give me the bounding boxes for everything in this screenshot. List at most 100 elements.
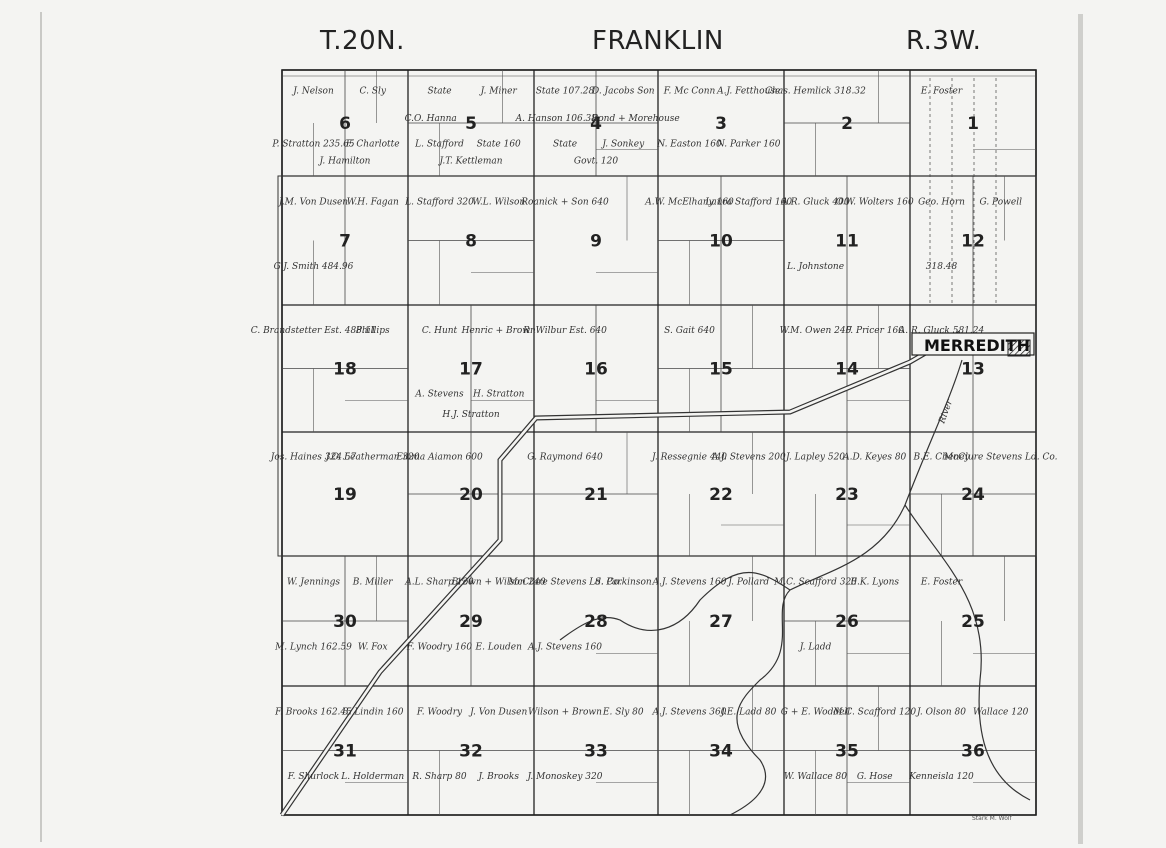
section-number: 34 [709,742,733,762]
section-number: 35 [835,742,859,762]
owner-label: C. Sly [360,86,387,96]
river [559,359,1031,816]
owner-label: P. Stratton 235.65 [271,139,354,149]
owner-label: M. Lynch 162.59 [274,643,352,653]
section-number: 16 [584,360,608,380]
owner-label: Emma Aiamon 600 [395,452,483,462]
section-number: 15 [709,360,733,380]
section-number: 2 [841,114,853,134]
owner-label: J. Lapley 520 [784,452,845,462]
owner-label: C.O. Hanna [405,114,457,124]
section-number: 9 [590,232,602,252]
owner-label: 318.48 [926,262,958,272]
owner-label: N. Easton 160 [656,139,722,149]
owner-label: State [427,86,451,96]
owner-label: Brown + Wilson 240 [451,578,546,588]
owner-label: Phillips [355,326,390,336]
scan-edge-left [40,12,42,842]
owner-label: Bond + Morehouse [591,114,680,124]
owner-label: Wallace 120 [973,707,1029,717]
owner-label: J. Ressegnie 440 [650,452,727,462]
owner-label: F. Charlotte [345,139,400,149]
section-number: 29 [459,612,483,632]
township-border [281,69,1037,816]
owner-label: Wilson + Brown [528,707,602,717]
owner-label: A.J. Fetthouse [716,86,780,96]
owner-label: A.D. Keyes 80 [842,452,906,462]
section-number: 21 [584,485,608,505]
owner-label: M.C. Scafford 120 [832,707,916,717]
owner-label: W.M. Owen 240 [780,326,852,336]
owner-label: A. Stevens [414,389,464,399]
owner-label: A. Hanson 106.38 [515,114,598,124]
owner-label: G. Hose [857,772,893,782]
owner-label: E.K. Lyons [849,578,899,588]
owner-label: Henric + Brown [461,326,536,336]
owner-label: J.O. Leatherman 320 [324,452,420,462]
owner-label: E. Foster [920,86,963,96]
owner-label: F. Mc Conn [663,86,716,96]
scan-edge-right [1078,14,1083,844]
owner-label: R. Sharp 80 [411,772,466,782]
owner-label: A.L. Sharp 120 [404,578,474,588]
section-number: 8 [465,232,477,252]
owner-label: F. Woodry [416,707,463,717]
section-number: 28 [584,612,608,632]
section-number: 33 [584,742,608,762]
owner-label: B. Miller [352,578,394,588]
section-number: 4 [590,114,602,134]
section-number: 14 [835,360,859,380]
owner-label: J. Brooks [476,772,519,782]
section-number: 18 [333,360,357,380]
owner-label: E. Foster [920,578,963,588]
owner-label: F. Brooks 162.45 [274,707,352,717]
owner-label: Geo. Horn [918,197,965,207]
owner-label: E. Sly 80 [602,707,644,717]
town-block [911,332,1035,356]
owner-label: Roanick + Son 640 [520,197,609,207]
section-number: 30 [333,612,357,632]
road-inner [280,331,961,816]
owner-label: S. Parkinson [595,578,652,588]
owner-label: C. Hunt [422,326,458,336]
owner-label: L. Johnstone [786,262,844,272]
owner-label: Laura Stafford 160 [704,197,792,207]
section-number: 5 [465,114,477,134]
section-number: 20 [459,485,483,505]
section-number: 36 [961,742,985,762]
section-number: 3 [715,114,727,134]
owner-label: B.E. Cheney [913,452,971,462]
owner-label: L. Stafford 320 [404,197,474,207]
owner-label: F. Woodry 160 [406,643,473,653]
owner-label: N. Parker 160 [716,139,781,149]
section-number: 23 [835,485,859,505]
owner-label: F. Pricer 160 [844,326,904,336]
section-number: 31 [333,742,357,762]
owner-label: J. Pollard [726,578,769,588]
owner-label: G.J. Smith 484.96 [274,262,354,272]
inner-frame [277,175,1037,557]
owner-label: L. Stafford [414,139,464,149]
river-line [559,359,1031,816]
owner-label: W. Wallace 80 [784,772,847,782]
owner-label: C. Brandstetter Est. 488.11 [251,326,376,336]
owner-label: E. Louden [475,643,523,653]
owner-label: W.H. Fagan [347,197,399,207]
section-number: 1 [967,114,979,134]
owner-label: State 107.28 [536,86,595,96]
owner-label: Jos. Haines 324.57 [269,452,357,462]
owner-label: J. Sonkey [600,139,645,149]
owner-label: State [553,139,577,149]
town-name: MERREDITH [924,336,1030,355]
section-number: 7 [339,232,351,252]
owner-label: O.W. Wolters 160 [836,197,914,207]
owner-label: Chas. Hemlick 318.32 [765,86,866,96]
owner-label: A.R. Gluck 400 [780,197,850,207]
owner-label: G. Powell [979,197,1022,207]
owner-label: W.L. Wilson [472,197,525,207]
section-number: 6 [339,114,351,134]
owner-label: Govt. 120 [574,156,618,166]
